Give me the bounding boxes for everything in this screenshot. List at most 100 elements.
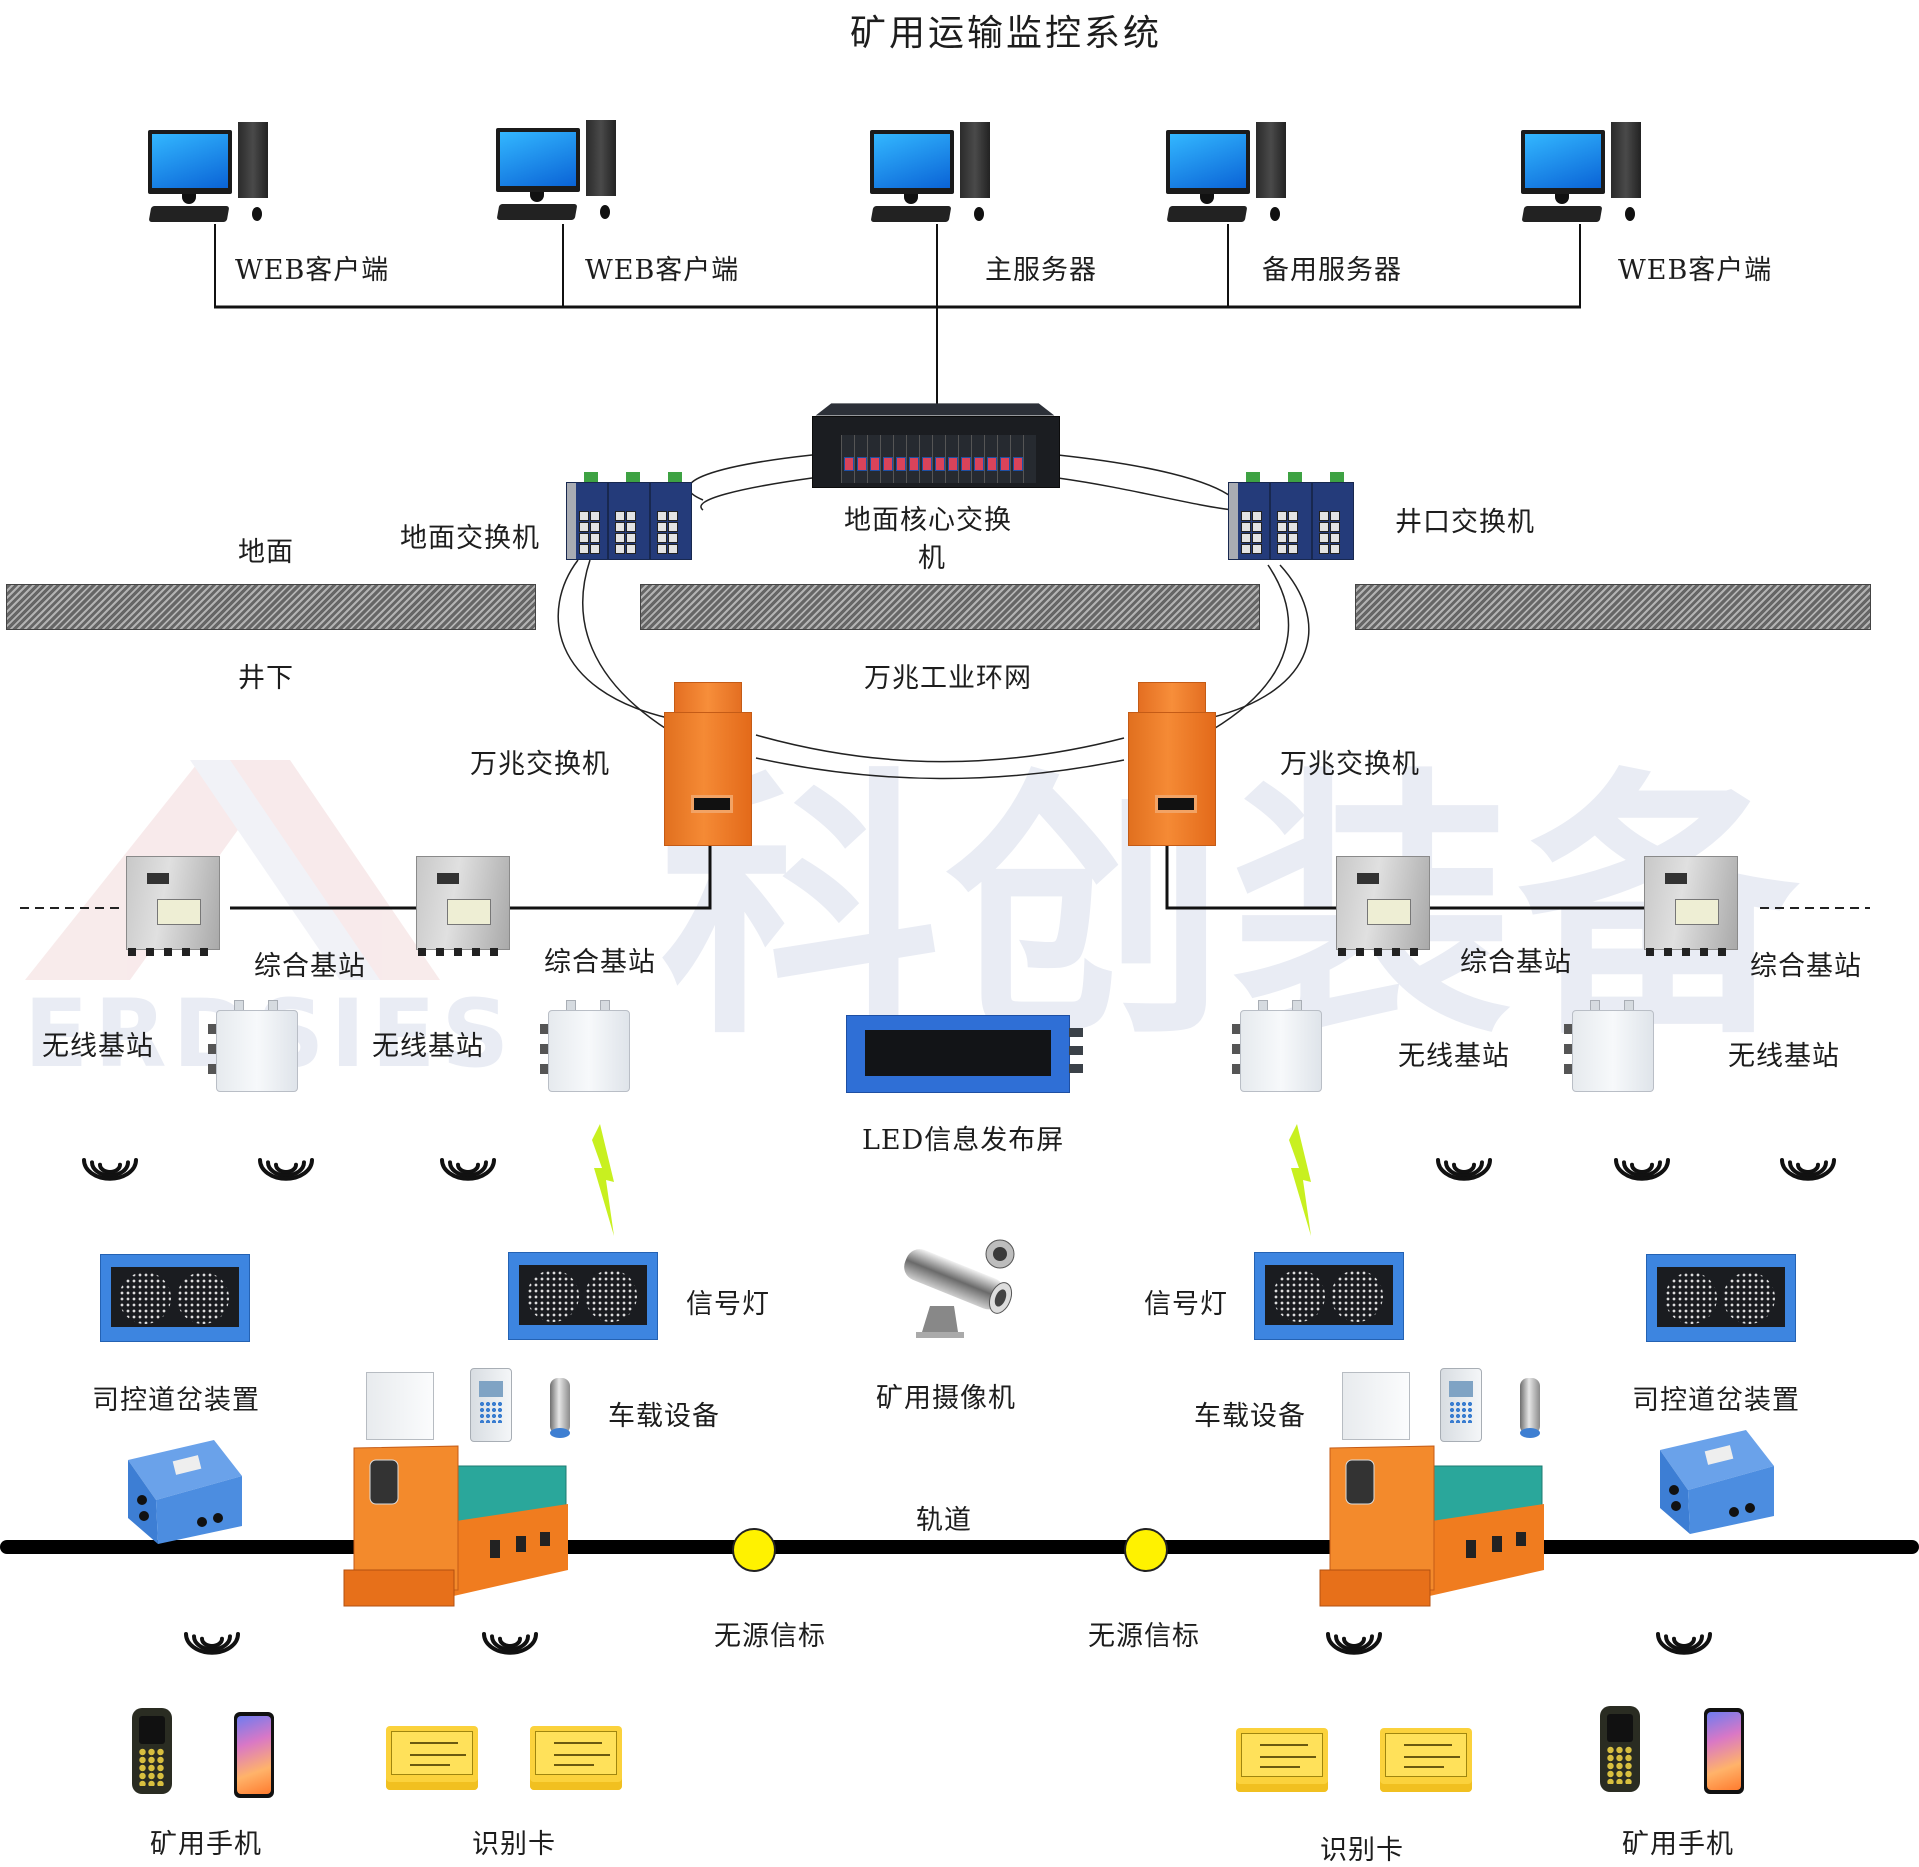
label-track: 轨道 — [916, 1505, 972, 1536]
wireless-signal-icon — [1780, 1158, 1836, 1181]
pc-tower-icon — [960, 122, 990, 198]
mining-smartphone-right — [1704, 1708, 1744, 1794]
label-core-switch-line2: 机 — [918, 543, 946, 574]
wireless-station-4 — [1564, 1000, 1654, 1092]
switch-module-slot — [971, 435, 984, 483]
lightning-icon — [1289, 1124, 1311, 1236]
label-beacon-left: 无源信标 — [714, 1621, 826, 1652]
watermark-brand-cn: 科创装备 — [660, 747, 1804, 1073]
switch-module-slot — [984, 435, 997, 483]
label-signal-light-left: 信号灯 — [686, 1289, 770, 1320]
monitor-icon — [1166, 130, 1250, 194]
switch-module-slot — [893, 435, 906, 483]
label-integrated-station-3: 综合基站 — [1460, 947, 1572, 978]
switch-module-slot — [906, 435, 919, 483]
label-main-server: 主服务器 — [985, 255, 1097, 286]
label-underground: 井下 — [238, 663, 294, 694]
wireless-station-3 — [1232, 1000, 1322, 1092]
terminal-block-icon — [1246, 472, 1260, 482]
terminal-block-icon — [1288, 472, 1302, 482]
terminal-block-icon — [626, 472, 640, 482]
diagram-title: 矿用运输监控系统 — [850, 13, 1163, 54]
label-switch-device-left: 司控道岔装置 — [92, 1385, 260, 1416]
label-camera: 矿用摄像机 — [876, 1383, 1016, 1414]
monitor-icon — [1521, 130, 1605, 194]
branch-line-left — [230, 842, 712, 910]
label-integrated-station-2: 综合基站 — [544, 947, 656, 978]
pc-tower-icon — [1256, 122, 1286, 198]
label-web-client-2: WEB客户端 — [585, 255, 740, 286]
pc-tower-icon — [238, 122, 268, 198]
terminal-block-icon — [1330, 472, 1344, 482]
monitor-icon — [870, 130, 954, 194]
switch-module-slot — [854, 435, 867, 483]
label-ground-switch: 地面交换机 — [400, 523, 540, 554]
signal-light-left — [508, 1252, 658, 1340]
label-wireless-station-1: 无线基站 — [42, 1031, 154, 1062]
label-phone-right: 矿用手机 — [1622, 1829, 1734, 1860]
vehicle-sensor-left — [550, 1378, 570, 1438]
wireless-signal-icon — [1656, 1632, 1712, 1655]
switch-module-slot — [1023, 435, 1036, 483]
label-surface: 地面 — [238, 537, 294, 568]
label-wireless-station-2: 无线基站 — [372, 1031, 484, 1062]
switch-module-slot — [997, 435, 1010, 483]
switch-module-slot — [880, 435, 893, 483]
ring-switch-right — [1124, 682, 1218, 848]
label-id-card-left: 识别卡 — [472, 1829, 556, 1860]
vehicle-wireless-unit-left — [366, 1372, 434, 1440]
switch-unit — [1228, 482, 1270, 560]
monitor-icon — [496, 128, 580, 192]
label-vehicle-equipment-left: 车载设备 — [608, 1401, 720, 1432]
label-ring-switch-right: 万兆交换机 — [1280, 749, 1420, 780]
terminal-block-icon — [668, 472, 682, 482]
monitor-icon — [148, 130, 232, 194]
integrated-station-3 — [1330, 856, 1434, 956]
vehicle-terminal-right — [1440, 1368, 1482, 1442]
label-ring-switch-left: 万兆交换机 — [470, 749, 610, 780]
label-ring-network: 万兆工业环网 — [864, 663, 1032, 694]
switch-unit — [650, 482, 692, 560]
label-beacon-right: 无源信标 — [1088, 1621, 1200, 1652]
switch-module-slot — [932, 435, 945, 483]
switch-unit — [1312, 482, 1354, 560]
label-id-card-right: 识别卡 — [1320, 1835, 1404, 1866]
label-vehicle-equipment-right: 车载设备 — [1194, 1401, 1306, 1432]
ring-network — [557, 454, 1310, 780]
computer-web-client-3 — [1521, 122, 1651, 227]
label-phone-left: 矿用手机 — [150, 1829, 262, 1860]
id-card-2 — [530, 1726, 622, 1790]
switch-module-slot — [841, 435, 854, 483]
wireless-station-1 — [208, 1000, 298, 1092]
ground-switch-device — [566, 472, 706, 562]
label-led-screen: LED信息发布屏 — [862, 1125, 1065, 1156]
ground-layer-center — [640, 584, 1260, 630]
wireless-signal-icon — [1326, 1632, 1382, 1655]
label-wireless-station-4: 无线基站 — [1728, 1041, 1840, 1072]
mining-feature-phone-right — [1600, 1706, 1640, 1792]
switch-module-slot — [1010, 435, 1023, 483]
computer-web-client-2 — [496, 120, 626, 225]
id-card-3 — [1236, 1728, 1328, 1792]
label-integrated-station-4: 综合基站 — [1750, 951, 1862, 982]
switch-module-slot — [958, 435, 971, 483]
id-card-4 — [1380, 1728, 1472, 1792]
passive-beacon-left — [732, 1528, 776, 1572]
switch-control-box-left — [128, 1440, 242, 1544]
label-integrated-station-1: 综合基站 — [254, 951, 366, 982]
integrated-station-2 — [410, 856, 514, 956]
switch-unit — [1270, 482, 1312, 560]
label-switch-device-right: 司控道岔装置 — [1632, 1385, 1800, 1416]
wireless-signal-icon — [184, 1632, 240, 1655]
wireless-signal-icon — [258, 1158, 314, 1181]
branch-line-right — [1165, 842, 1720, 910]
wireless-signal-icon — [1614, 1158, 1670, 1181]
switch-module-slot — [919, 435, 932, 483]
switch-indicator-panel-left — [100, 1254, 250, 1342]
wireless-signal-icon — [440, 1158, 496, 1181]
label-web-client-1: WEB客户端 — [235, 255, 390, 286]
wireless-station-2 — [540, 1000, 630, 1092]
mining-smartphone-left — [234, 1712, 274, 1798]
label-shaft-switch: 井口交换机 — [1395, 507, 1535, 538]
